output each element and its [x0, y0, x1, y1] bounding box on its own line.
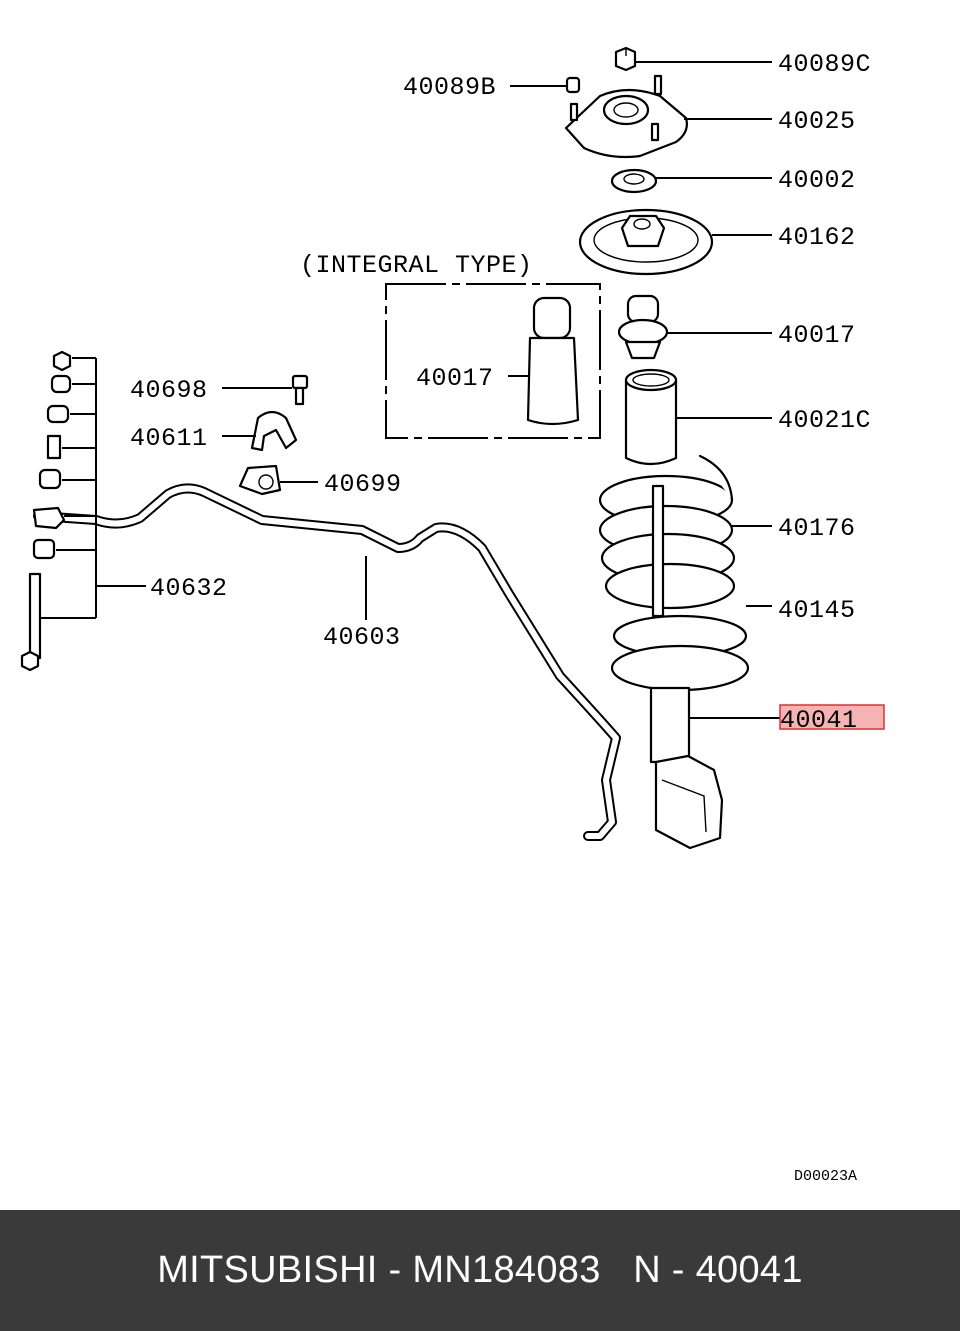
label-40603: 40603	[323, 623, 401, 652]
stabilizer-bar-part	[33, 483, 621, 841]
coil-spring-part	[598, 454, 736, 618]
label-40162: 40162	[778, 223, 856, 252]
upper-spring-seat-part	[578, 208, 714, 276]
bracket-40611-part	[250, 410, 298, 452]
label-40632: 40632	[150, 574, 228, 603]
dust-cover-part	[624, 368, 678, 466]
label-40025: 40025	[778, 107, 856, 136]
bump-stopper-part	[617, 294, 669, 360]
label-40089c: 40089C	[778, 50, 871, 79]
strut-mount-part	[564, 74, 688, 159]
integral-bump-stopper-part	[526, 296, 580, 426]
bushing-40699-part	[238, 464, 282, 496]
parts-diagram: (INTEGRAL TYPE) 40089C 40089B 40025 4000…	[20, 46, 885, 1185]
footer-bar: MITSUBISHI - MN184083 N - 40041	[0, 1210, 960, 1331]
label-40021c: 40021C	[778, 406, 871, 435]
label-40698: 40698	[130, 376, 208, 405]
bolt-40698-part	[291, 374, 309, 406]
label-40017-integral: 40017	[416, 364, 494, 393]
link-kit-bracket	[40, 357, 146, 619]
label-40002: 40002	[778, 166, 856, 195]
strut-assembly-part	[610, 644, 750, 850]
label-40017: 40017	[778, 321, 856, 350]
label-40611: 40611	[130, 424, 208, 453]
label-40176: 40176	[778, 514, 856, 543]
label-40089b: 40089B	[403, 73, 496, 102]
nut-40089b-part	[565, 76, 581, 94]
label-40041: 40041	[780, 706, 858, 735]
integral-type-label: (INTEGRAL TYPE)	[300, 251, 533, 280]
footer-part-info: MITSUBISHI - MN184083 N - 40041	[157, 1249, 803, 1291]
label-40145: 40145	[778, 596, 856, 625]
label-40699: 40699	[324, 470, 402, 499]
nut-40089c-part	[614, 46, 637, 72]
lower-spring-pad-part	[612, 614, 748, 658]
highlight-40041	[779, 704, 885, 730]
link-kit-part	[20, 350, 72, 672]
diagram-code: D00023A	[794, 1168, 857, 1185]
integral-type-box	[385, 283, 601, 439]
bearing-part	[610, 168, 658, 194]
